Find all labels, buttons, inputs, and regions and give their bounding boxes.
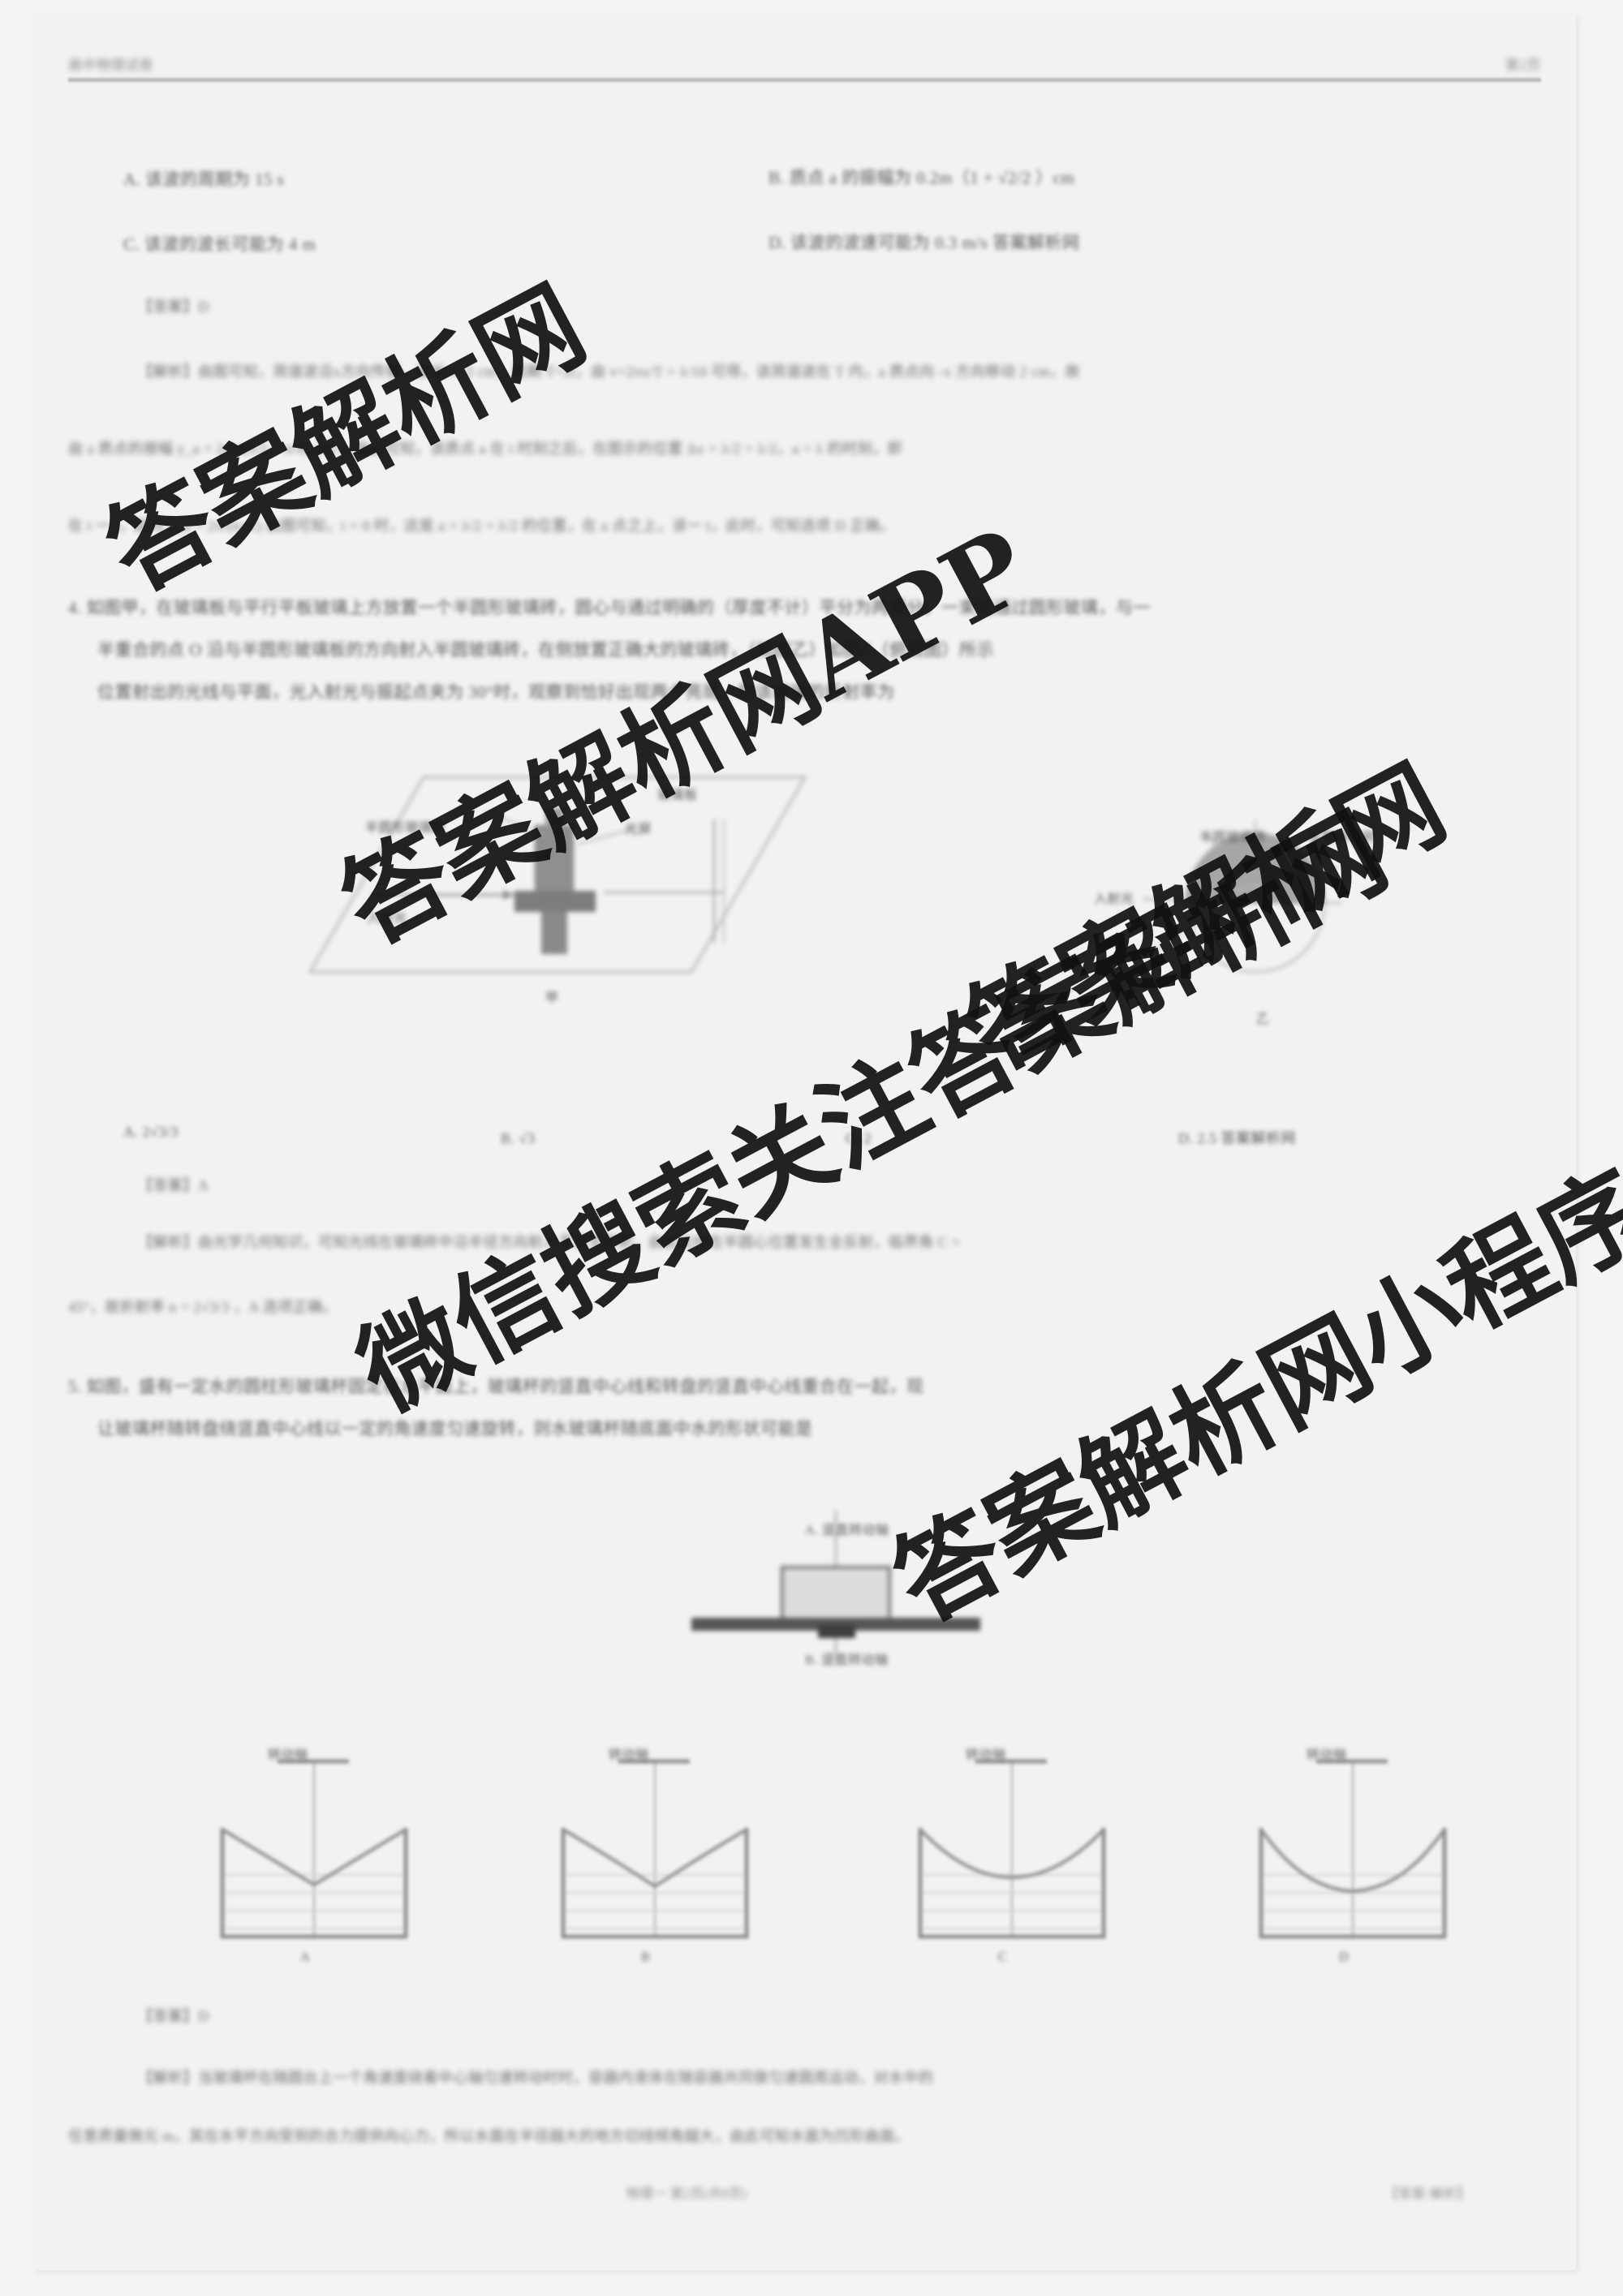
q4-label-screen: 光屏 <box>625 823 652 836</box>
q4-caption-jia: 甲 <box>545 991 559 1005</box>
q4-yi-label-screen: 光屏 <box>1096 959 1123 973</box>
q4-yi-label-semicircular-glass: 半圆玻璃砖 <box>1199 831 1267 845</box>
q5-solution-line-1: 【解析】当玻璃杯在随圆台上一个角速度绕着中心轴匀速转动时时，容器内液体在随容器共… <box>138 2070 934 2086</box>
q5-option-c-axis-label: 转动轴 <box>966 1748 1006 1762</box>
q5-figure-label-top: A. 竖直转动轴 <box>805 1524 889 1537</box>
q4-yi-label-incident-light: 入射光 <box>1094 892 1134 906</box>
q5-option-c-svg <box>918 1759 1106 1939</box>
q4-stem-line-2: 半重合的点 O 沿与半圆形玻璃板的方向射入半圆玻璃砖，在侧放置正确大的玻璃砖，（… <box>97 640 994 660</box>
q4-figure-yi-svg <box>1137 821 1342 973</box>
q4-figure-yi: 半圆玻璃砖 答案解析网 入射光 光屏 <box>1081 785 1438 988</box>
q5-answer: 【答案】D <box>138 2008 209 2024</box>
q3-option-a: A. 该波的周期为 15 s <box>123 170 285 189</box>
q3-option-c: C. 该波的波长可能为 4 m <box>123 234 316 254</box>
header-left-text: 高中物理试卷 <box>68 58 153 73</box>
q5-stem-line-1: 5. 如图，盛有一定水的圆柱形玻璃杯固定在水平面上，玻璃杯的竖直中心线和转盘的竖… <box>68 1377 924 1396</box>
q4-answer: 【答案】A <box>138 1177 209 1193</box>
q5-figure-turntable-svg <box>691 1511 980 1662</box>
q5-option-a-svg <box>220 1759 408 1939</box>
q3-solution-line-2: 由 a 质点的振幅 y_a = 2sin(π/2 − π/4) cm），由此可知… <box>68 441 903 457</box>
q3-solution-line-3: 在 t 一 t，此时 y_a = 2π/(n+1) 由图可知，t = 0 时，这… <box>68 518 895 534</box>
q4-figure-jia-svg <box>308 776 807 974</box>
q5-option-figure-b: B 转动轴 <box>521 1739 789 1982</box>
q4-label-glass-plate: 玻璃板 <box>657 789 698 802</box>
header-rule <box>68 78 1541 82</box>
q4-label-semicircular-glass: 半圆形玻璃砖 <box>365 821 446 835</box>
footer-right: 【答案·解析】 <box>1385 2187 1470 2201</box>
q4-option-c: C. 2 <box>846 1130 872 1146</box>
q5-option-b-letter: B <box>641 1950 651 1964</box>
q5-figure-turntable: A. 竖直转动轴 B. 竖直转动轴 <box>667 1499 1008 1678</box>
q5-option-figure-a: A 转动轴 <box>180 1739 448 1982</box>
q4-yi-label-watermark-text: 答案解析网 <box>1308 831 1375 845</box>
q5-option-figure-d: D 转动轴 <box>1219 1739 1487 1982</box>
q5-option-d-letter: D <box>1339 1950 1350 1964</box>
footer-center: 物理一 第2页(共8页) <box>626 2187 747 2201</box>
q4-figure-jia: 半圆形玻璃砖 玻璃板 入射光 光屏 甲 <box>302 769 821 1005</box>
q5-option-c-letter: C <box>998 1950 1008 1964</box>
header-right-text: 第2页 <box>1505 58 1541 73</box>
q3-answer: 【答案】D <box>138 299 209 315</box>
q4-solution-line-1: 【解析】由光学几何知识，可知光线在玻璃砖中沿半径方向射入不发生折射，由此光线在半… <box>138 1234 961 1250</box>
q5-option-b-axis-label: 转动轴 <box>609 1748 649 1762</box>
q5-option-a-letter: A <box>300 1950 311 1964</box>
page-header: 高中物理试卷 第2页 <box>68 54 1541 74</box>
q4-stem-line-3: 位置射出的光线与平面，光入射光与振起点夹为 30°时，观察到恰好出现两个亮斑，则… <box>97 682 895 702</box>
q4-option-d: D. 2.5 答案解析网 <box>1178 1130 1296 1146</box>
q4-label-incident-light: 入射光 <box>367 912 407 926</box>
q4-caption-yi: 乙 <box>1256 1013 1270 1026</box>
q4-stem-line-1: 4. 如图甲，在玻璃板与平行平板玻璃上方放置一个半圆形玻璃砖，圆心与通过明确的（… <box>68 598 1151 617</box>
q5-option-d-axis-label: 转动轴 <box>1307 1748 1347 1762</box>
q4-solution-line-2: 45°，故折射率 n = 2√3/3 ，A 选项正确。 <box>68 1299 338 1315</box>
q3-option-d: D. 该波的波速可能为 0.3 m/s 答案解析网 <box>768 233 1080 252</box>
q5-option-a-axis-label: 转动轴 <box>268 1748 308 1762</box>
q5-option-figure-c: C 转动轴 <box>878 1739 1146 1982</box>
q4-option-b: B. √3 <box>501 1130 536 1146</box>
q5-option-b-svg <box>561 1759 749 1939</box>
q3-solution-line-1: 【解析】由图可知，简谐波沿x方向传播，波长 λ=2 cm，周期 T=2t，由 v… <box>138 363 1080 380</box>
q5-figure-label-bottom: B. 竖直转动轴 <box>805 1653 889 1667</box>
q5-solution-line-2: 任意质量微元 m，其在水平方向受到的合力提供向心力，所以水面在半径越大的地方切线… <box>68 2128 910 2144</box>
q4-option-a: A. 2√3/3 <box>123 1124 179 1140</box>
q3-option-b: B. 质点 a 的振幅为 0.2m（1 + √2/2 ）cm <box>768 168 1075 187</box>
q5-stem-line-2: 让玻璃杯随转盘绕竖直中心线以一定的角速度匀速旋转，则水玻璃杯随底面中水的形状可能… <box>97 1419 813 1438</box>
q5-option-d-svg <box>1259 1759 1447 1939</box>
document-page: 高中物理试卷 第2页 A. 该波的周期为 15 s B. 质点 a 的振幅为 0… <box>34 15 1576 2270</box>
